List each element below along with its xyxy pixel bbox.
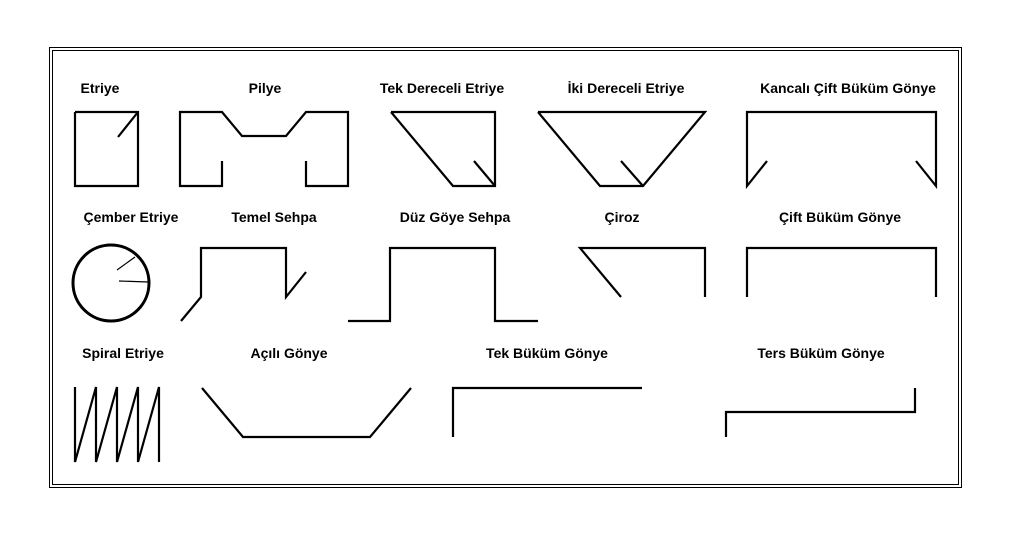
shape-duz-goye-sehpa [348,246,538,323]
shape-tek-bukum-gonye [451,386,642,437]
shape-cift-bukum-gonye [745,246,938,297]
label-spiral-etriye: Spiral Etriye [82,345,164,361]
label-ciroz: Çiroz [604,209,640,225]
shape-spiral-etriye [73,386,161,463]
shape-acili-gonye [201,387,412,439]
label-ters-bukum-gonye: Ters Büküm Gönye [757,345,885,361]
label-duz-goye-sehpa: Düz Göye Sehpa [399,209,511,225]
shape-temel-sehpa [180,246,307,322]
shape-cember-etriye [71,243,151,323]
label-tek-bukum-gonye: Tek Büküm Gönye [486,345,608,361]
shape-ciroz [577,246,707,298]
label-iki-dereceli-etriye: İki Dereceli Etriye [567,80,685,96]
label-acili-gonye: Açılı Gönye [250,345,328,361]
shape-pilye [178,110,350,188]
label-tek-dereceli-etriye: Tek Dereceli Etriye [379,80,505,96]
label-kancali-cift-bukum-gonye: Kancalı Çift Büküm Gönye [760,80,936,96]
outer-border [49,47,962,488]
shape-kancali-cift-bukum-gonye [745,110,938,190]
shape-tek-dereceli-etriye [390,110,497,188]
shape-ters-bukum-gonye [724,388,917,437]
label-cember-etriye: Çember Etriye [83,209,179,225]
shape-etriye [73,110,140,188]
shape-iki-dereceli-etriye [537,110,708,188]
label-temel-sehpa: Temel Sehpa [231,209,317,225]
label-cift-bukum-gonye: Çift Büküm Gönye [778,209,902,225]
label-etriye: Etriye [80,80,120,96]
label-pilye: Pilye [248,80,282,96]
inner-border [52,50,959,485]
